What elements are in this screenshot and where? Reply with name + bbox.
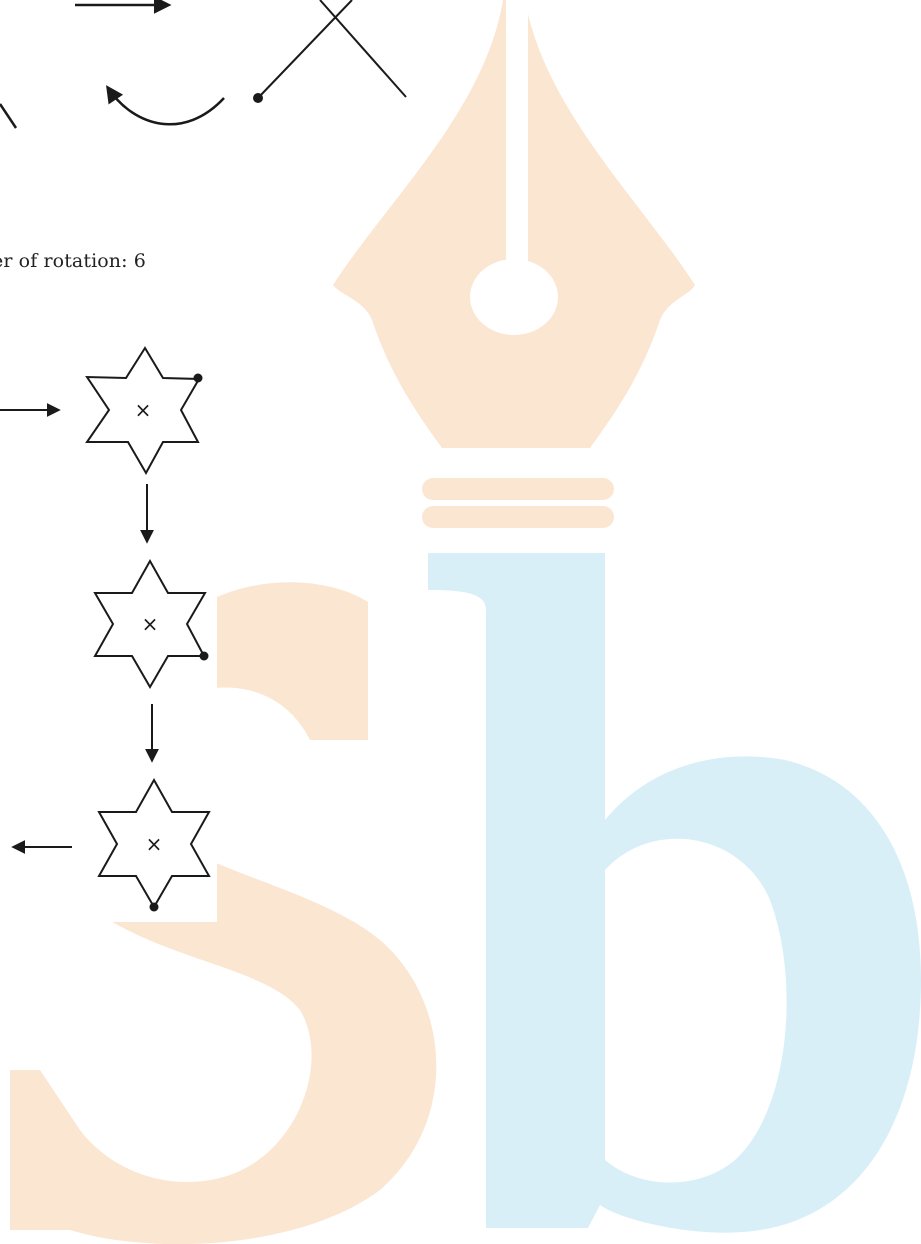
curved-arrow-icon (106, 85, 225, 126)
six-point-star-icon (93, 558, 207, 689)
watermark-letter-b (428, 553, 921, 1233)
vertex-dot (149, 902, 159, 912)
center-mark: × (135, 398, 152, 422)
star-step-3: × (97, 777, 211, 912)
center-mark: × (146, 832, 163, 856)
top-diagram (0, 0, 407, 129)
star-step-1: × (85, 346, 203, 476)
watermark-band-top (422, 478, 614, 500)
watermark-nib-hole (470, 259, 558, 335)
watermark-band-bottom (422, 506, 614, 528)
cross-line-2 (319, 0, 407, 98)
center-mark: × (142, 612, 159, 636)
vertex-dot (193, 373, 203, 383)
star-step-2: × (93, 558, 209, 689)
caption-text: er of rotation: 6 (0, 250, 146, 272)
marker-dot (253, 93, 263, 103)
watermark-nib-slit (506, 0, 528, 272)
cross-line-1 (257, 0, 353, 99)
partial-shape-edge (0, 103, 18, 129)
vertex-dot (199, 651, 209, 661)
